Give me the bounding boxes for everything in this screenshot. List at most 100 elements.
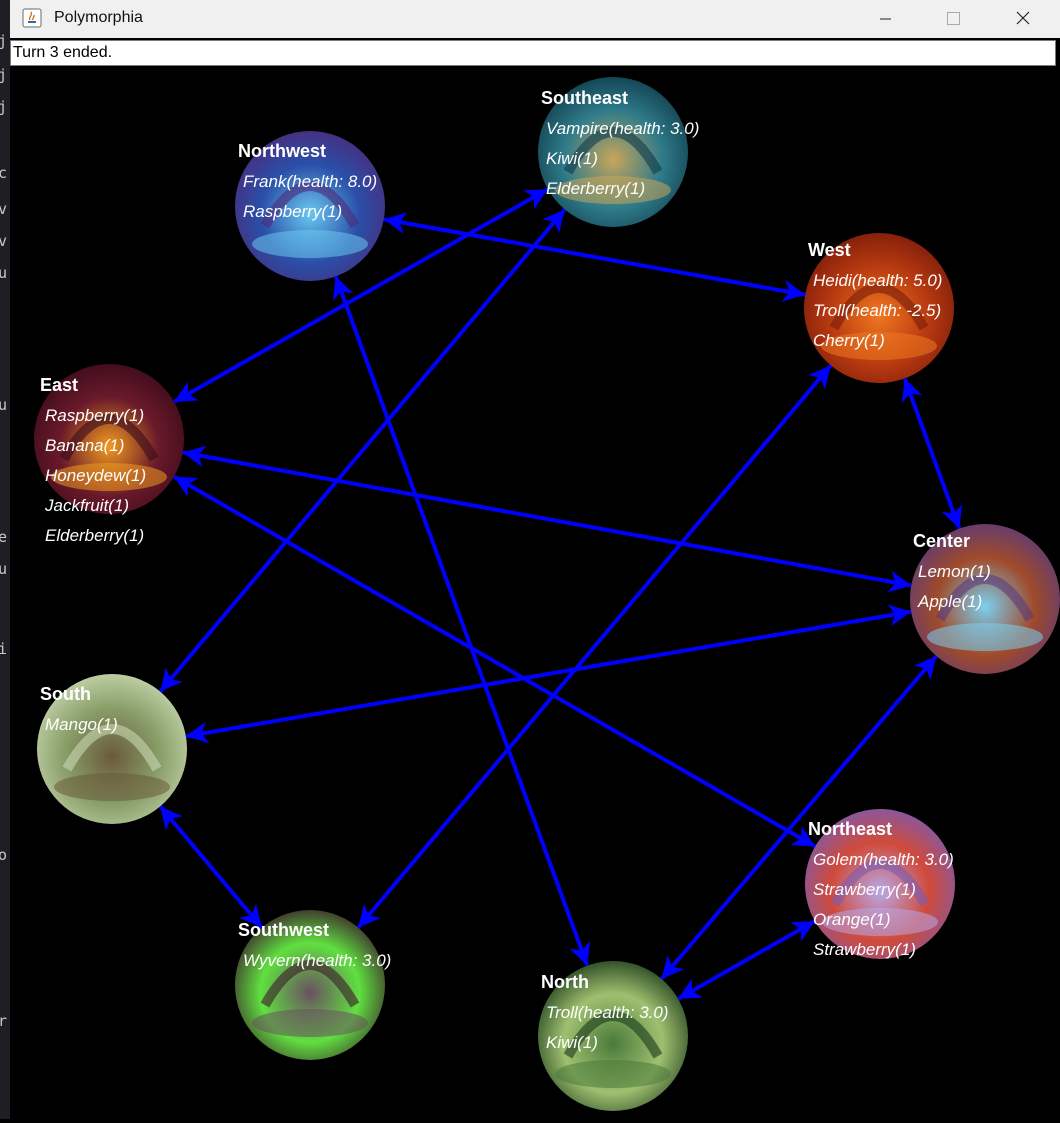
room-name: Northwest [238,141,326,161]
room-scenery [822,908,938,936]
room-occupant: Wyvern(health: 3.0) [243,951,391,970]
arrowhead-icon [185,721,210,744]
room-occupant: Raspberry(1) [243,202,342,221]
editor-glyph: j [0,98,8,116]
java-app-icon [22,8,42,28]
room-southeast[interactable] [538,77,688,227]
arrowhead-icon [678,978,703,999]
editor-glyph: o [0,846,8,864]
connection-line [356,364,833,929]
room-name: North [541,972,589,992]
minimize-icon [880,18,891,20]
arrowhead-icon [790,825,816,847]
connection-south-southwest [158,805,264,929]
editor-glyph: j [0,66,8,84]
close-button[interactable] [1000,0,1046,38]
room-scenery [555,1060,671,1088]
arrowhead-icon [332,276,354,301]
arrowhead-icon [174,381,199,402]
arrowhead-icon [523,189,548,210]
connection-line [158,208,567,693]
room-scenery [927,623,1043,651]
room-scenery [59,414,159,462]
room-west[interactable] [804,233,954,383]
editor-glyph: u [0,264,8,282]
room-south[interactable] [37,674,187,824]
arrowhead-icon [901,378,923,403]
connection-line [185,609,912,739]
room-center[interactable] [910,524,1060,674]
room-occupant: Troll(health: 3.0) [546,1003,669,1022]
room-scenery [821,332,937,360]
arrowhead-icon [173,476,199,498]
room-scenery [252,230,368,258]
room-occupant: Banana(1) [45,436,124,455]
arrowhead-icon [887,604,912,627]
room-occupant: Troll(health: -2.5) [813,301,941,320]
room-name: East [40,375,78,395]
editor-glyph: r [0,1012,8,1030]
room-name: South [40,684,91,704]
room-occupant: Heidi(health: 5.0) [813,271,942,290]
room-scenery [830,859,930,907]
room-scenery [829,283,929,331]
room-north[interactable] [538,961,688,1111]
arrowhead-icon [160,667,183,692]
room-scenery [62,724,162,772]
room-name: Center [913,531,970,551]
room-scenery [563,1011,663,1059]
room-occupant: Raspberry(1) [45,406,144,425]
editor-glyph: e [0,528,8,546]
maximize-button[interactable] [930,0,976,38]
close-icon [1016,11,1030,25]
room-occupant: Frank(health: 8.0) [243,172,377,191]
arrowhead-icon [160,806,183,831]
room-occupant: Orange(1) [813,910,890,929]
connection-line [383,217,806,297]
connection-south-center [185,604,912,744]
room-occupant: Strawberry(1) [813,880,916,899]
room-east[interactable] [34,364,184,514]
connection-east-northeast [172,474,817,849]
maximize-icon [947,12,960,25]
room-occupant: Elderberry(1) [45,526,144,545]
room-southwest[interactable] [235,910,385,1060]
connection-line [173,187,549,404]
arrowhead-icon [383,212,408,234]
connection-line [158,805,264,929]
room-northeast[interactable] [805,809,955,959]
room-occupant: Mango(1) [45,715,118,734]
arrowhead-icon [182,445,207,468]
connection-east-southeast [173,187,549,404]
connection-line [902,377,962,530]
room-scenery [260,960,360,1008]
room-scenery [54,773,170,801]
room-occupant: Lemon(1) [918,562,991,581]
arrowhead-icon [239,903,262,928]
window-title: Polymorphia [54,9,143,26]
arrowhead-icon [913,656,937,680]
room-name: Southwest [238,920,329,940]
connection-north-northeast [677,919,816,1001]
room-occupant: Vampire(health: 3.0) [546,119,699,138]
room-occupant: Cherry(1) [813,331,885,350]
room-occupant: Honeydew(1) [45,466,146,485]
room-scenery [260,181,360,229]
editor-glyph: i [0,640,8,658]
editor-glyph: v [0,232,8,250]
room-northwest[interactable] [235,131,385,281]
title-bar[interactable]: Polymorphia [10,0,1060,38]
editor-glyph: u [0,560,8,578]
minimize-button[interactable] [862,0,908,38]
room-occupant: Kiwi(1) [546,149,598,168]
editor-glyph: j [0,32,8,50]
arrowhead-icon [790,921,815,942]
connection-line [660,654,938,981]
room-name: Southeast [541,88,628,108]
editor-glyph: u [0,396,8,414]
connection-line [333,275,590,967]
arrowhead-icon [661,955,685,979]
status-text-field[interactable]: Turn 3 ended. [10,40,1056,66]
